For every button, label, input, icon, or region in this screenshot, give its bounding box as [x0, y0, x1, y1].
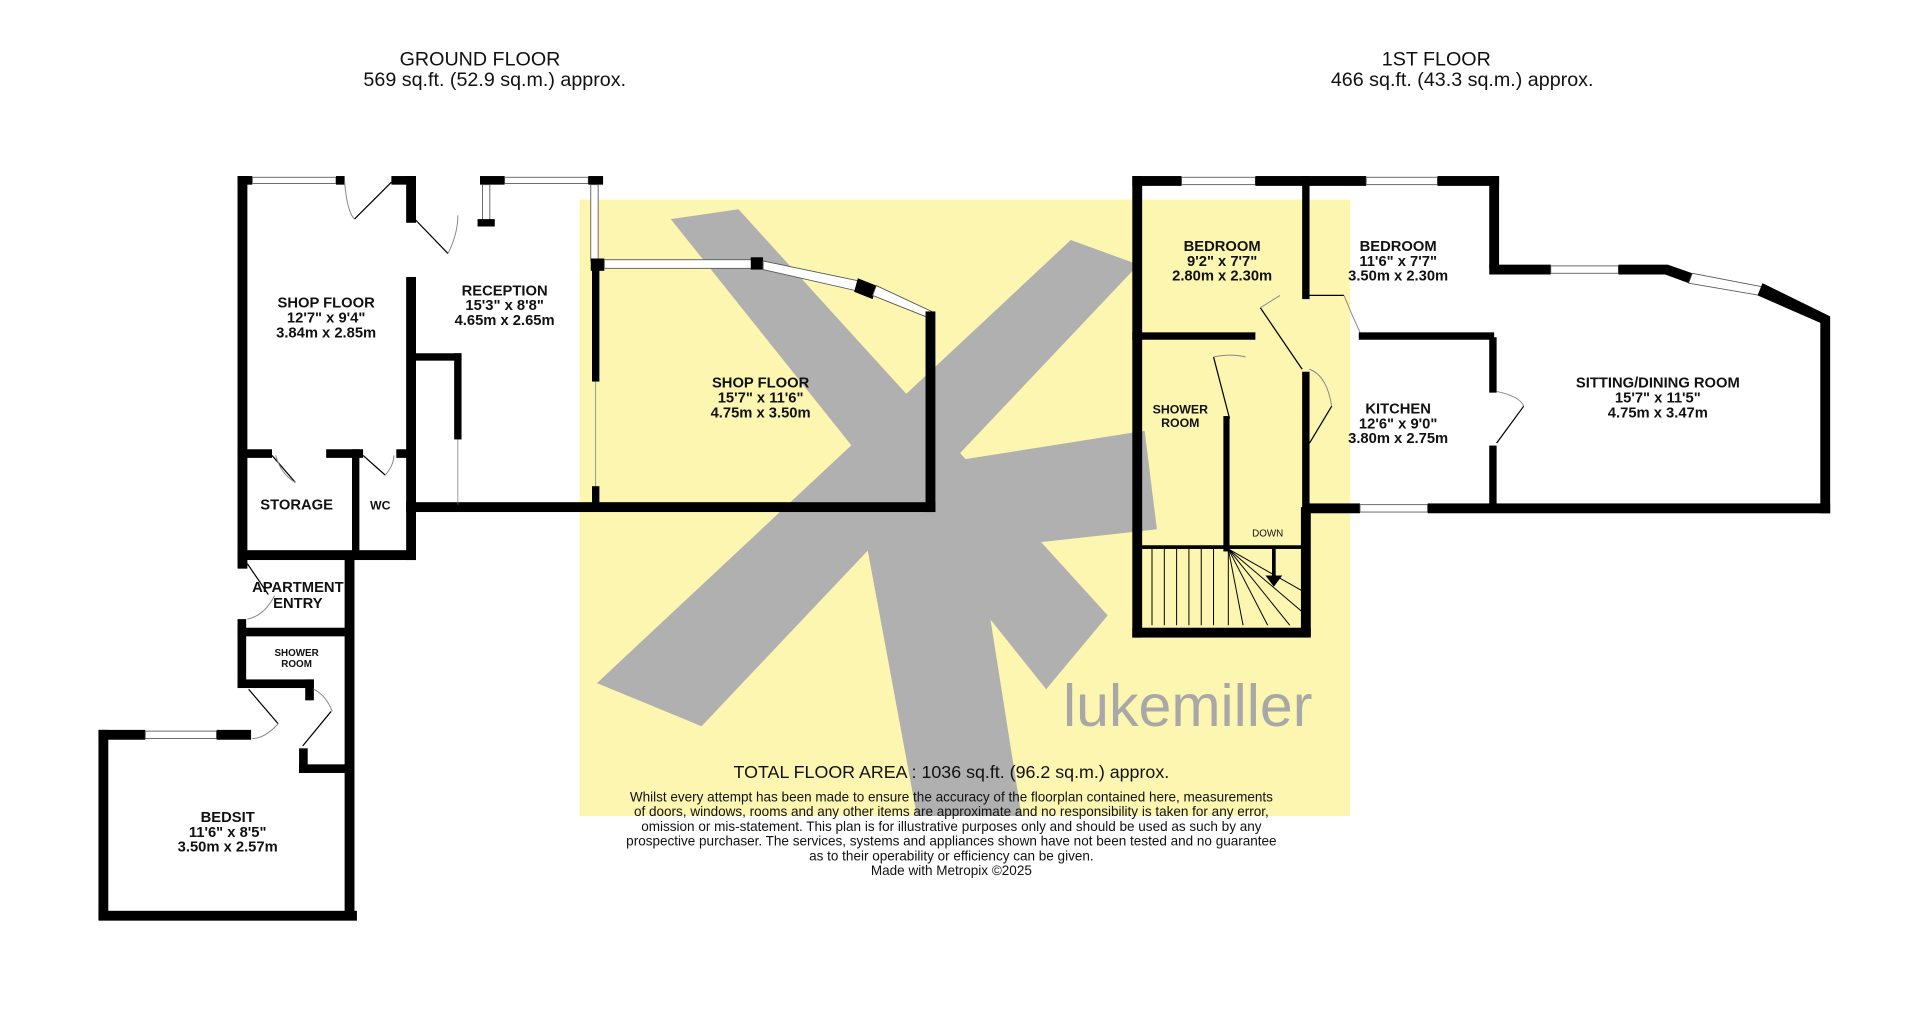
room-wc: WC — [370, 499, 391, 513]
first-floor-doors — [1212, 294, 1525, 444]
svg-text:9'2" x 7'7": 9'2" x 7'7" — [1187, 254, 1257, 270]
room-shop-floor-1: SHOP FLOOR 12'7" x 9'4" 3.84m x 2.85m — [276, 296, 376, 342]
svg-text:BEDSIT: BEDSIT — [201, 810, 255, 826]
room-shower-room-ground: SHOWER ROOM — [274, 648, 318, 670]
svg-text:KITCHEN: KITCHEN — [1365, 402, 1431, 418]
svg-text:11'6" x 7'7": 11'6" x 7'7" — [1359, 254, 1437, 270]
first-floor-title: 1ST FLOOR — [1382, 48, 1491, 70]
svg-text:Whilst every attempt has been: Whilst every attempt has been made to en… — [630, 789, 1273, 804]
svg-text:15'7" x 11'6": 15'7" x 11'6" — [718, 390, 804, 406]
disclaimer: Whilst every attempt has been made to en… — [626, 789, 1276, 863]
svg-text:omission or mis-statement. Thi: omission or mis-statement. This plan is … — [641, 819, 1262, 834]
room-bedsit: BEDSIT 11'6" x 8'5" 3.50m x 2.57m — [178, 810, 278, 856]
ground-floor-area: 569 sq.ft. (52.9 sq.m.) approx. — [363, 69, 626, 91]
room-apartment-entry: APARTMENT ENTRY — [252, 580, 344, 612]
svg-text:15'3" x 8'8": 15'3" x 8'8" — [465, 298, 543, 314]
room-bedroom-1: BEDROOM 9'2" x 7'7" 2.80m x 2.30m — [1172, 239, 1272, 285]
ground-floor-doors — [246, 181, 459, 747]
stairs-down-label: DOWN — [1252, 529, 1283, 540]
svg-text:BEDROOM: BEDROOM — [1184, 239, 1261, 255]
svg-text:15'7" x 11'5": 15'7" x 11'5" — [1615, 390, 1701, 406]
svg-text:3.84m x 2.85m: 3.84m x 2.85m — [276, 325, 376, 341]
svg-text:11'6" x 8'5": 11'6" x 8'5" — [189, 825, 267, 841]
svg-text:of doors, windows, rooms and a: of doors, windows, rooms and any other i… — [634, 804, 1269, 819]
svg-text:ROOM: ROOM — [1161, 416, 1199, 430]
svg-text:ROOM: ROOM — [281, 659, 312, 670]
svg-text:SHOP FLOOR: SHOP FLOOR — [712, 376, 810, 392]
svg-text:2.80m x 2.30m: 2.80m x 2.30m — [1172, 269, 1272, 285]
room-shower-room-first: SHOWER ROOM — [1153, 403, 1208, 431]
room-reception: RECEPTION 15'3" x 8'8" 4.65m x 2.65m — [455, 283, 555, 329]
svg-text:3.50m x 2.57m: 3.50m x 2.57m — [178, 840, 278, 856]
room-storage: STORAGE — [260, 498, 333, 514]
svg-text:SHOP FLOOR: SHOP FLOOR — [278, 296, 376, 312]
svg-text:APARTMENT: APARTMENT — [252, 580, 344, 596]
watermark-logo: lukemiller — [579, 199, 1351, 817]
svg-text:4.75m x 3.47m: 4.75m x 3.47m — [1608, 405, 1708, 421]
watermark-text: lukemiller — [1063, 673, 1312, 739]
svg-text:12'6" x 9'0": 12'6" x 9'0" — [1359, 416, 1437, 432]
svg-text:12'7" x 9'4": 12'7" x 9'4" — [287, 310, 365, 326]
ground-floor-title: GROUND FLOOR — [400, 48, 561, 70]
svg-text:3.80m x 2.75m: 3.80m x 2.75m — [1348, 431, 1448, 447]
room-sitting-dining: SITTING/DINING ROOM 15'7" x 11'5" 4.75m … — [1576, 376, 1740, 422]
metropix-credit: Made with Metropix ©2025 — [871, 863, 1032, 878]
svg-text:4.75m x 3.50m: 4.75m x 3.50m — [711, 405, 811, 421]
room-kitchen: KITCHEN 12'6" x 9'0" 3.80m x 2.75m — [1348, 402, 1448, 448]
svg-text:4.65m x 2.65m: 4.65m x 2.65m — [455, 313, 555, 329]
ground-floor-walls — [98, 176, 936, 921]
first-floor-walls — [1132, 176, 1831, 638]
svg-text:SHOWER: SHOWER — [274, 648, 318, 659]
first-floor-area: 466 sq.ft. (43.3 sq.m.) approx. — [1331, 69, 1594, 91]
stairs — [1151, 548, 1303, 626]
svg-text:SITTING/DINING ROOM: SITTING/DINING ROOM — [1576, 376, 1740, 392]
svg-text:BEDROOM: BEDROOM — [1360, 239, 1437, 255]
room-shop-floor-2: SHOP FLOOR 15'7" x 11'6" 4.75m x 3.50m — [711, 376, 811, 422]
svg-text:as to their operability or eff: as to their operability or efficiency ca… — [809, 848, 1094, 863]
svg-text:SHOWER: SHOWER — [1153, 403, 1208, 417]
room-bedroom-2: BEDROOM 11'6" x 7'7" 3.50m x 2.30m — [1348, 239, 1448, 285]
svg-text:RECEPTION: RECEPTION — [462, 283, 548, 299]
svg-text:ENTRY: ENTRY — [273, 596, 323, 612]
svg-text:prospective purchaser. The ser: prospective purchaser. The services, sys… — [626, 834, 1276, 849]
total-floor-area: TOTAL FLOOR AREA : 1036 sq.ft. (96.2 sq.… — [734, 762, 1170, 782]
svg-text:3.50m x 2.30m: 3.50m x 2.30m — [1348, 269, 1448, 285]
